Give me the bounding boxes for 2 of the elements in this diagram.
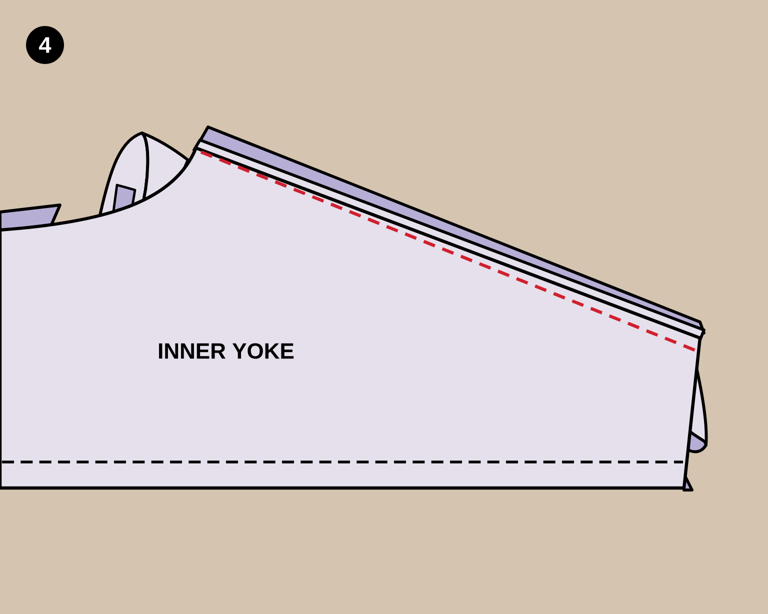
- piece-label: INNER YOKE: [159, 343, 294, 359]
- step-badge: 4: [26, 26, 64, 64]
